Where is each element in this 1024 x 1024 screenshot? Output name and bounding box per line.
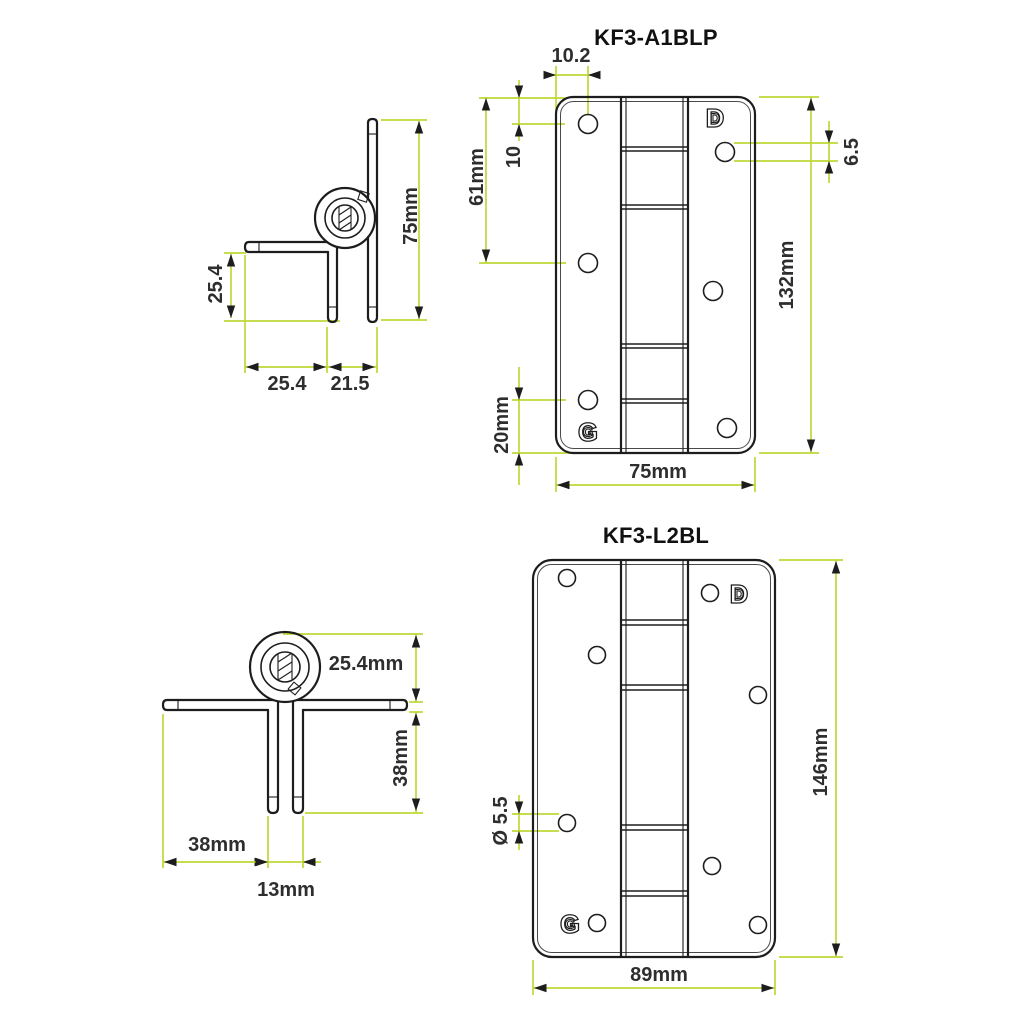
dim-label-132mm: 132mm xyxy=(776,241,798,310)
spring-notch xyxy=(357,190,370,203)
front-view-bottom-hinge: KF3-L2BL 146mm Ø 5.5 89mm xyxy=(490,523,843,995)
dim-label-side-height: 75mm xyxy=(400,187,422,245)
dim-label-10: 10 xyxy=(503,146,525,168)
dim-label-25-4mm: 25.4mm xyxy=(329,653,404,675)
screw-hole xyxy=(702,856,722,876)
dimension-flange-38mm: 38mm xyxy=(162,714,304,868)
pivot-screw xyxy=(331,204,359,232)
dim-label-61mm: 61mm xyxy=(466,148,488,206)
front-view-top-outline: D D G G xyxy=(554,95,757,455)
screw-slot-hatch xyxy=(338,206,352,231)
dim-label-side-flange: 25.4 xyxy=(268,373,308,395)
brand-d-logo: D D xyxy=(729,578,749,609)
knuckle-dividers xyxy=(621,146,688,404)
dimension-side-flange: 25.4 21.5 xyxy=(244,255,378,395)
model-title-kf3-l2bl: KF3-L2BL xyxy=(603,523,709,548)
screw-holes xyxy=(577,113,738,439)
front-view-bottom-outline: D D G G xyxy=(531,558,777,959)
hinge-plate xyxy=(531,558,777,959)
screw-hole xyxy=(557,813,577,833)
screw-hole xyxy=(748,915,768,935)
screw-hole xyxy=(577,252,599,274)
dimension-132mm: 132mm xyxy=(759,96,819,454)
dim-label-38mm-vert: 38mm xyxy=(390,729,412,787)
dimension-side-height: 75mm xyxy=(381,119,427,321)
screw-hole xyxy=(587,913,607,933)
dimension-10-2: 10.2 xyxy=(543,45,601,130)
dim-label-5-5: Ø 5.5 xyxy=(490,797,512,846)
screw-hole xyxy=(557,568,577,588)
svg-text:D: D xyxy=(734,587,743,602)
dimension-89mm: 89mm xyxy=(532,960,776,995)
dim-label-10-2: 10.2 xyxy=(552,45,591,67)
brand-g-logo: G G xyxy=(577,416,599,447)
svg-text:D: D xyxy=(710,111,719,126)
dimension-knuckle-25-4mm: 25.4mm xyxy=(283,633,423,703)
knuckle-outer xyxy=(248,630,322,704)
screw-hole xyxy=(748,685,768,705)
dim-label-13mm: 13mm xyxy=(257,879,315,901)
dimension-gap-13mm: 13mm xyxy=(250,857,321,901)
screw-slot-hatch xyxy=(277,652,293,681)
dim-label-side-leg: 25.4 xyxy=(205,264,227,304)
svg-text:G: G xyxy=(560,909,580,939)
model-title-kf3-a1blp: KF3-A1BLP xyxy=(594,25,718,50)
dim-label-6-5: 6.5 xyxy=(841,138,863,166)
svg-text:G: G xyxy=(565,917,575,932)
dim-label-146mm: 146mm xyxy=(810,728,832,797)
brand-g-logo: G G xyxy=(559,908,581,939)
dimension-10: 10 xyxy=(479,80,565,168)
svg-text:D: D xyxy=(730,579,749,609)
screw-hole xyxy=(716,417,738,439)
dimension-61mm: 61mm xyxy=(466,97,566,264)
brand-d-logo: D D xyxy=(705,102,725,133)
svg-text:G: G xyxy=(578,417,598,447)
side-view-top-hinge: 75mm 25.4 25.4 21.5 xyxy=(205,117,427,395)
dimension-6-5: 6.5 xyxy=(734,121,863,183)
knuckle-outer xyxy=(313,186,377,250)
dim-label-89mm: 89mm xyxy=(630,964,688,986)
dim-label-side-gap: 21.5 xyxy=(331,373,370,395)
dim-label-75mm-width: 75mm xyxy=(629,461,687,483)
screw-hole xyxy=(702,280,724,302)
side-view-bottom-hinge: 25.4mm 38mm 38mm 13mm xyxy=(161,630,423,901)
dimension-hole-dia-5-5: Ø 5.5 xyxy=(490,795,559,850)
screw-hole xyxy=(700,583,720,603)
dimension-75mm-width: 75mm xyxy=(555,457,756,492)
screw-hole xyxy=(587,645,607,665)
screw-hole xyxy=(577,389,599,411)
screw-hole xyxy=(577,113,599,135)
screw-hole xyxy=(714,141,736,163)
svg-text:D: D xyxy=(706,103,725,133)
dim-label-38mm-horiz: 38mm xyxy=(188,834,246,856)
dim-label-20mm: 20mm xyxy=(491,396,513,454)
knuckle-mid xyxy=(260,642,310,692)
pivot-screw xyxy=(269,651,301,683)
spring-notch xyxy=(287,681,302,696)
knuckle-dividers xyxy=(621,619,688,897)
front-view-top-hinge: KF3-A1BLP 10.2 10 61mm xyxy=(466,25,863,492)
side-view-top-outline xyxy=(243,117,379,324)
side-view-bottom-outline xyxy=(161,630,409,815)
dimension-side-leg: 25.4 xyxy=(205,252,340,322)
dimension-leg-38mm: 38mm xyxy=(305,711,423,814)
dimension-146mm: 146mm xyxy=(779,559,843,958)
hinge-plate xyxy=(554,95,757,455)
svg-text:G: G xyxy=(583,425,593,440)
dimension-20mm: 20mm xyxy=(491,367,584,485)
knuckle-mid xyxy=(324,197,366,239)
screw-holes xyxy=(557,568,768,935)
